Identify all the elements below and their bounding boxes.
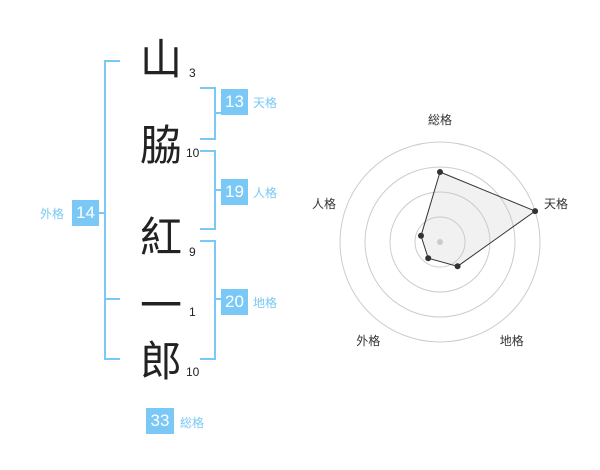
name-char-2: 脇	[139, 121, 182, 170]
radar-point-5	[418, 232, 424, 239]
gaikaku-bracket	[104, 60, 120, 360]
name-char-3: 紅	[139, 213, 182, 262]
fortune-radar-chart: 総格天格地格 外格 人格	[300, 110, 600, 370]
tenkaku-label: 天格	[253, 96, 278, 110]
gaikaku-label: 外格	[40, 207, 65, 221]
radar-axis-label-4: 外格	[356, 333, 381, 348]
radar-point-2	[532, 208, 539, 215]
tenkaku-tick	[216, 112, 221, 114]
radar-point-4	[425, 255, 432, 262]
soukaku-label: 総格	[180, 416, 205, 430]
radar-ring-2	[389, 191, 491, 293]
radar-series-polygon	[420, 171, 537, 267]
gaikaku-tick	[99, 212, 104, 214]
gaikaku-value-badge: 14	[72, 200, 99, 226]
gaikaku-divider	[104, 298, 120, 300]
radar-ring-3	[364, 166, 516, 318]
radar-axis-label-5: 人格	[312, 197, 337, 212]
chikaku-bracket	[200, 240, 216, 360]
radar-center	[437, 239, 443, 245]
radar-point-3	[454, 263, 461, 270]
radar-svg	[339, 141, 541, 343]
jinkaku-tick	[216, 189, 221, 191]
tenkaku-bracket	[200, 87, 216, 140]
stroke-count-3: 9	[189, 245, 196, 259]
jinkaku-bracket	[200, 150, 216, 230]
stroke-count-5: 10	[186, 365, 200, 379]
name-char-4: 一	[139, 281, 182, 330]
name-char-1: 山	[139, 35, 182, 84]
radar-axis-label-1: 総格	[428, 113, 453, 127]
stroke-count-1: 3	[189, 66, 196, 80]
tenkaku-value-badge: 13	[221, 89, 248, 115]
soukaku-value-badge: 33	[146, 408, 174, 434]
name-char-5: 郎	[139, 337, 182, 386]
radar-axis-label-2: 天格	[544, 197, 569, 212]
chikaku-tick	[216, 298, 221, 300]
radar-point-1	[437, 169, 443, 175]
chikaku-value-badge: 20	[221, 289, 248, 315]
jinkaku-value-badge: 19	[221, 179, 248, 205]
stroke-count-2: 10	[186, 146, 200, 160]
radar-axis-label-3: 地格	[499, 333, 524, 348]
jinkaku-label: 人格	[253, 186, 278, 200]
stroke-count-4: 1	[189, 305, 196, 319]
chikaku-label: 地格	[253, 296, 278, 310]
radar-ring-4	[339, 141, 541, 343]
radar-ring-1	[414, 216, 466, 268]
